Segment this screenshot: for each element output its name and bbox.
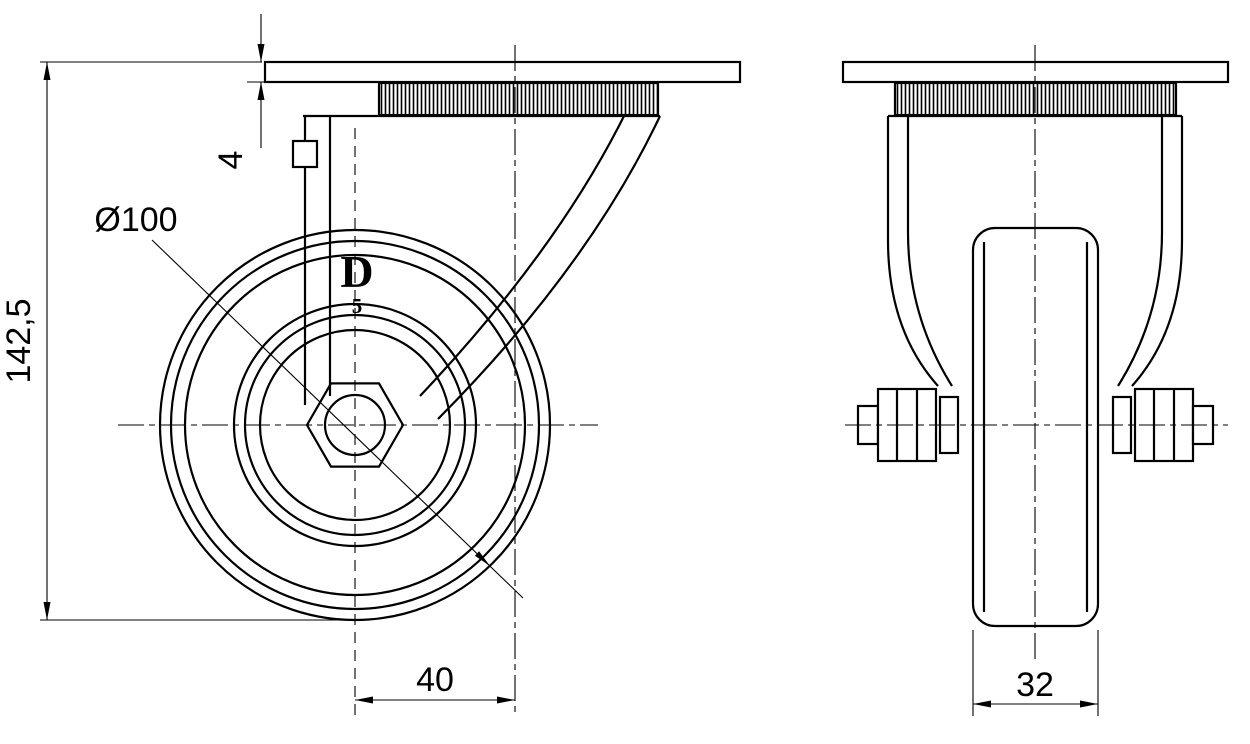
dim-wheel-width-label: 32: [1016, 666, 1054, 704]
dim-wheel-diameter: Ø100: [94, 201, 524, 599]
front-fork-left-outer: [886, 116, 939, 387]
dim-overall-height-label: 142,5: [0, 298, 38, 383]
side-fork-slant-inner: [419, 115, 625, 397]
dim-overall-height: 142,5: [0, 61, 356, 621]
front-fork-right-inner: [1117, 116, 1164, 387]
centerlines: [118, 45, 1228, 716]
dim-arrow-up: [257, 82, 265, 100]
dim-swivel-offset: 40: [355, 661, 515, 704]
dim-wheel-width: 32: [972, 630, 1099, 716]
side-fork-tab: [291, 139, 319, 169]
front-fork-left-inner: [906, 116, 953, 387]
brand-number: 5: [352, 294, 363, 318]
front-fork: [886, 114, 1184, 387]
front-fork-right-outer: [1131, 116, 1184, 387]
brand-mark: D: [340, 246, 373, 297]
dim-arrow-down: [43, 602, 51, 620]
dim-arrow-up: [43, 62, 51, 80]
dim-wheel-diameter-label: Ø100: [94, 201, 177, 239]
dim-arrow-right: [1080, 700, 1098, 708]
dimensions: 142,5 4 Ø100 40: [0, 14, 1099, 716]
side-swivel-bearing-knurl: [377, 81, 660, 117]
dim-arrow-down: [257, 44, 265, 62]
side-fork: [291, 114, 661, 420]
side-top-plate: [263, 60, 742, 84]
dim-arrow-diagonal: [474, 551, 490, 566]
dim-arrow-left: [355, 696, 373, 704]
dim-arrow-left: [973, 700, 991, 708]
side-fork-slant-outer: [437, 115, 661, 420]
side-view: D 5: [158, 60, 742, 622]
dim-arrow-right: [497, 696, 515, 704]
dim-leader-line: [151, 239, 524, 599]
dim-swivel-offset-label: 40: [416, 661, 454, 699]
dim-plate-thickness: 4: [212, 14, 275, 169]
dim-plate-thickness-label: 4: [212, 151, 250, 170]
